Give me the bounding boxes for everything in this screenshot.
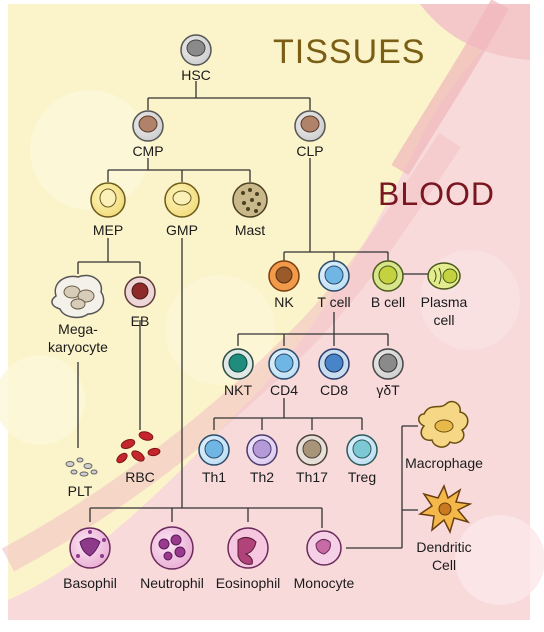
tcell-icon	[318, 260, 350, 292]
basophil-label: Basophil	[63, 575, 117, 591]
eosinophil-cell-icon	[227, 527, 269, 569]
treg-label: Treg	[348, 469, 376, 485]
cd8-cell-icon	[318, 348, 350, 380]
plt-label: PLT	[68, 483, 93, 499]
lineage-lines	[77, 81, 428, 549]
cd4-label: CD4	[270, 382, 298, 398]
cmp-label: CMP	[132, 143, 163, 159]
dendritic-label-line1: Dendritic	[416, 539, 471, 555]
neutrophil-label: Neutrophil	[140, 575, 204, 591]
clp-cell-icon	[294, 110, 326, 142]
nkt-cell-icon	[222, 348, 254, 380]
bcell-icon	[372, 260, 404, 292]
nk-label: NK	[274, 294, 294, 310]
gdt-cell-icon	[372, 348, 404, 380]
plasma-label-line2: cell	[433, 312, 454, 328]
blood-heading: BLOOD	[378, 176, 495, 212]
dendritic-cell-icon	[417, 484, 473, 535]
th1-label: Th1	[202, 469, 226, 485]
th17-label: Th17	[296, 469, 328, 485]
mep-label: MEP	[93, 222, 123, 238]
hsc-label: HSC	[181, 67, 211, 83]
cd4-cell-icon	[268, 348, 300, 380]
mep-cell-icon	[90, 182, 126, 218]
tcell-label: T cell	[317, 294, 350, 310]
megakaryocyte-label-line2: karyocyte	[48, 339, 108, 355]
rbc-label: RBC	[125, 469, 155, 485]
cmp-cell-icon	[132, 110, 164, 142]
th1-cell-icon	[198, 434, 230, 466]
plasma-cell-icon	[427, 262, 461, 290]
plt-platelets-icon	[65, 457, 98, 477]
bcell-label: B cell	[371, 294, 405, 310]
rbc-cells-icon	[116, 431, 161, 464]
macrophage-cell-icon	[418, 400, 469, 448]
monocyte-cell-icon	[306, 530, 342, 566]
eb-label: EB	[131, 313, 150, 329]
plasma-label-line1: Plasma	[421, 294, 468, 310]
gdt-label: γδT	[376, 382, 400, 398]
eosinophil-label: Eosinophil	[216, 575, 281, 591]
macrophage-label: Macrophage	[405, 455, 483, 471]
megakaryocyte-cell-icon	[51, 274, 105, 319]
clp-label: CLP	[296, 143, 323, 159]
hsc-cell-icon	[180, 34, 212, 66]
eb-cell-icon	[124, 276, 156, 308]
cd8-label: CD8	[320, 382, 348, 398]
nkt-label: NKT	[224, 382, 252, 398]
th2-label: Th2	[250, 469, 274, 485]
neutrophil-cell-icon	[150, 526, 194, 570]
tissues-heading: TISSUES	[273, 33, 425, 71]
mast-label: Mast	[235, 222, 265, 238]
th17-cell-icon	[296, 434, 328, 466]
treg-cell-icon	[346, 434, 378, 466]
mast-cell-icon	[232, 182, 268, 218]
gmp-label: GMP	[166, 222, 198, 238]
gmp-cell-icon	[164, 182, 200, 218]
basophil-cell-icon	[69, 527, 111, 569]
monocyte-label: Monocyte	[294, 575, 355, 591]
nk-cell-icon	[268, 260, 300, 292]
th2-cell-icon	[246, 434, 278, 466]
megakaryocyte-label-line1: Mega-	[58, 321, 98, 337]
dendritic-label-line2: Cell	[432, 557, 456, 573]
